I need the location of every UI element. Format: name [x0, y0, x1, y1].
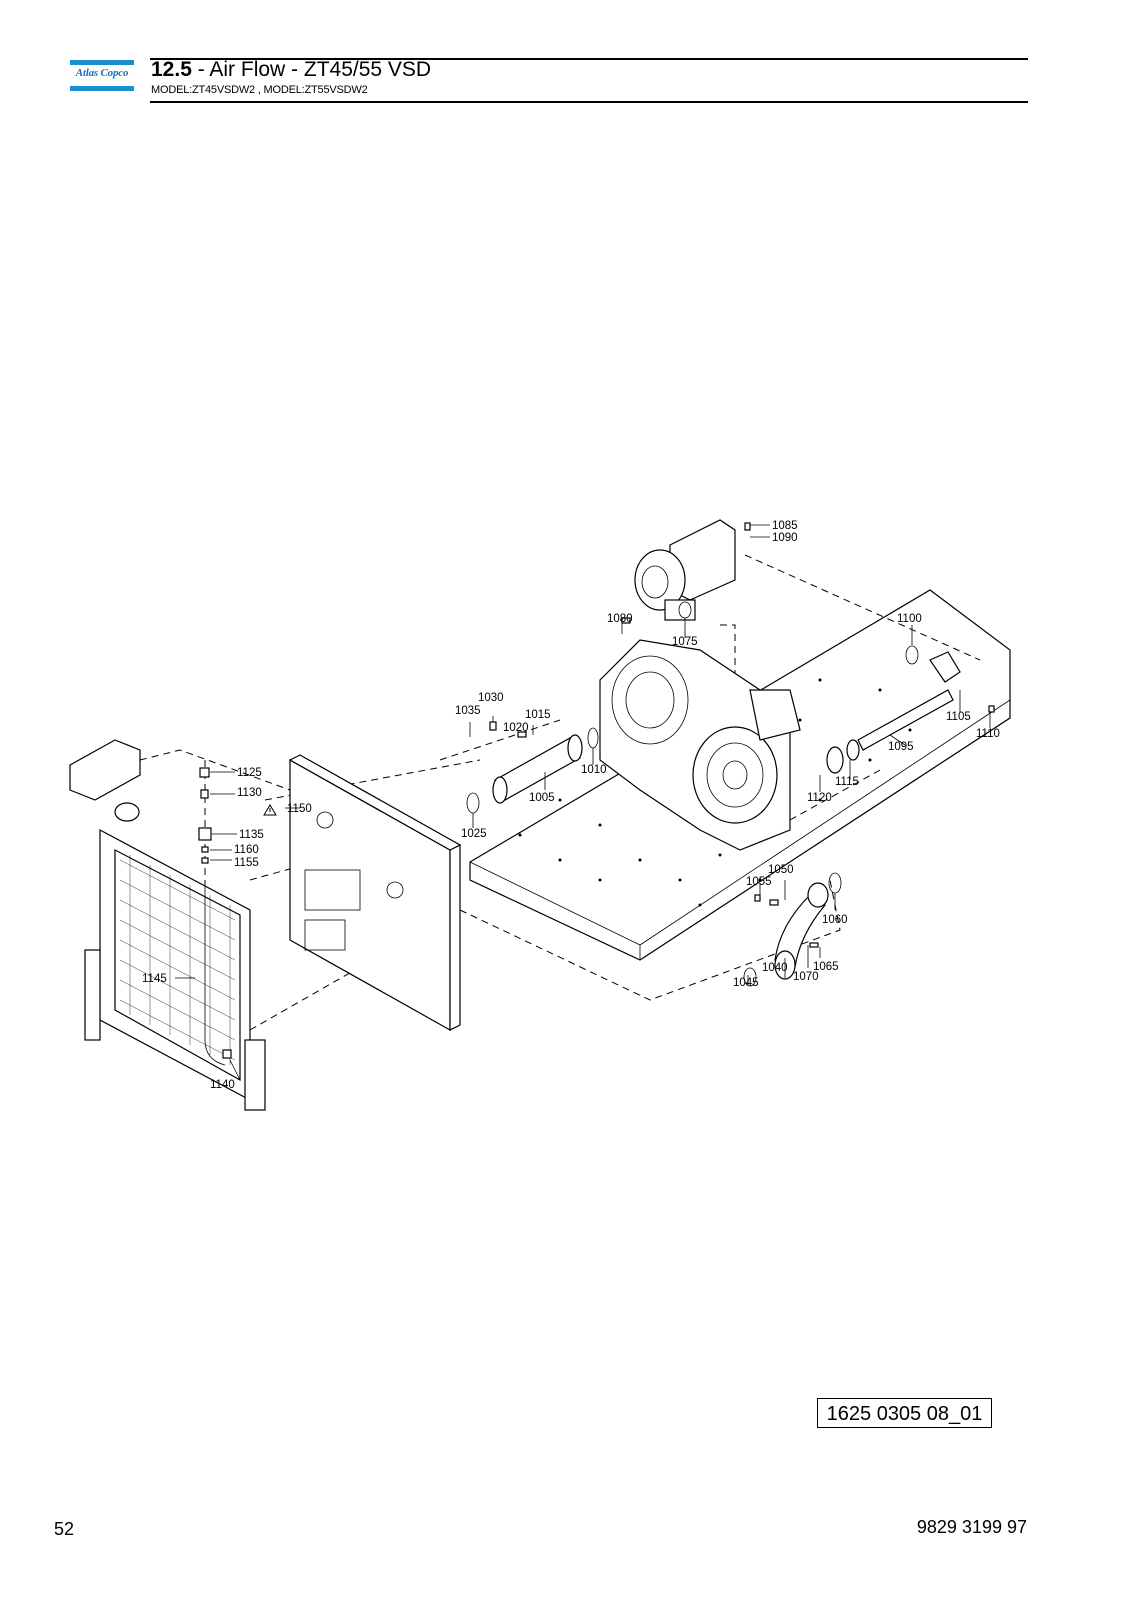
- callout-1010: 1010: [581, 764, 607, 776]
- callout-1070: 1070: [793, 971, 819, 983]
- callout-1065: 1065: [813, 961, 839, 973]
- header-rule-top: [150, 58, 1028, 60]
- logo-bar-bottom: [70, 86, 134, 91]
- callout-labels: 1085 1090 1080 1075 1100 1105 1110 1095 …: [142, 520, 1000, 1091]
- logo-wordmark: Atlas Copco: [75, 67, 129, 79]
- header-rule-bottom: [150, 101, 1028, 103]
- callout-1150: 1150: [287, 803, 312, 815]
- callout-1050: 1050: [768, 864, 794, 876]
- callout-1040: 1040: [762, 962, 788, 974]
- callout-1015: 1015: [525, 709, 551, 721]
- callout-1030: 1030: [478, 692, 504, 704]
- compressor-element: [599, 639, 801, 851]
- callout-1075: 1075: [672, 636, 698, 648]
- pipe-1095: [826, 645, 961, 774]
- warning-icon: [263, 804, 277, 816]
- page-number: 52: [54, 1519, 75, 1539]
- logo-bar-top: [70, 60, 134, 65]
- page-title: 12.5 - Air Flow - ZT45/55 VSD: [151, 58, 431, 82]
- cooler-1145: [84, 829, 266, 1111]
- callout-1155: 1155: [234, 857, 259, 869]
- section-title: - Air Flow - ZT45/55 VSD: [191, 58, 432, 81]
- callout-1035: 1035: [455, 705, 481, 717]
- callout-1105: 1105: [946, 711, 971, 723]
- callout-1120: 1120: [807, 792, 832, 804]
- callout-1020: 1020: [503, 722, 529, 734]
- callout-1060: 1060: [822, 914, 848, 926]
- callout-1095: 1095: [888, 741, 914, 753]
- leader-lines: [175, 524, 991, 1081]
- callout-1005: 1005: [529, 792, 555, 804]
- callout-1130: 1130: [237, 787, 262, 799]
- callout-1160: 1160: [234, 844, 259, 856]
- drawing-reference: 1625 0305 08_01: [817, 1398, 992, 1428]
- pipe-1005: [466, 727, 599, 814]
- callout-1110: 1110: [976, 728, 1000, 740]
- callout-1140: 1140: [210, 1079, 235, 1091]
- cooler-panel: [288, 754, 462, 1032]
- motor: [634, 519, 736, 621]
- callout-1135: 1135: [239, 829, 264, 841]
- callout-1080: 1080: [607, 613, 633, 625]
- section-number: 12.5: [151, 58, 192, 81]
- document-number: 9829 3199 97: [916, 1517, 1027, 1537]
- callout-1090: 1090: [772, 532, 798, 544]
- model-list: MODEL:ZT45VSDW2 , MODEL:ZT55VSDW2: [151, 84, 368, 96]
- callout-1085: 1085: [772, 520, 798, 532]
- callout-1045: 1045: [733, 977, 759, 989]
- callout-1125: 1125: [237, 767, 262, 779]
- callout-1115: 1115: [835, 776, 859, 788]
- callout-1145: 1145: [142, 973, 167, 985]
- pipe-stub: [69, 739, 141, 822]
- callout-1100: 1100: [897, 613, 922, 625]
- callout-1055: 1055: [746, 876, 772, 888]
- atlas-copco-logo: Atlas Copco: [70, 60, 134, 94]
- callout-1025: 1025: [461, 828, 487, 840]
